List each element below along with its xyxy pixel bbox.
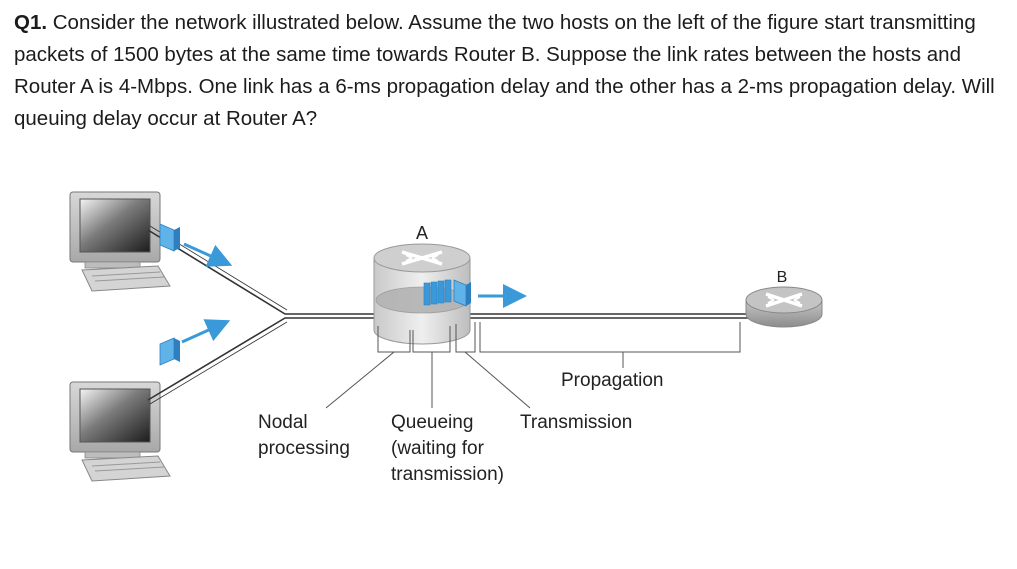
label-queueing-line3: transmission) <box>391 464 504 485</box>
router-a-cross-icon <box>401 250 443 266</box>
link-host-bottom <box>147 317 385 401</box>
queued-packets <box>423 279 452 306</box>
arrow-host-top <box>183 242 233 267</box>
arrow-host-bottom <box>181 319 231 344</box>
packet-host-top <box>159 223 180 252</box>
packet-transmitting <box>453 279 471 307</box>
question-text: Q1. Consider the network illustrated bel… <box>14 7 1004 135</box>
label-nodal-line2: processing <box>258 438 350 459</box>
leader-lines <box>325 351 624 409</box>
host-computer-bottom <box>69 381 171 482</box>
link-host-bottom-inner <box>149 321 288 405</box>
label-queueing-line2: (waiting for <box>391 438 485 459</box>
router-b-cross-icon <box>765 292 803 308</box>
question-body: Consider the network illustrated below. … <box>14 11 995 130</box>
label-nodal-line1: Nodal <box>258 412 308 433</box>
bracket-propagation <box>479 322 741 353</box>
router-b <box>745 286 823 328</box>
host-computer-top <box>69 191 171 292</box>
link-host-top <box>147 229 385 315</box>
label-transmission: Transmission <box>520 412 632 433</box>
router-a <box>373 243 471 345</box>
packet-host-bottom <box>159 337 180 366</box>
router-b-label: B <box>777 269 788 286</box>
label-queueing-line1: Queueing <box>391 412 473 433</box>
question-number: Q1. <box>14 11 48 34</box>
label-propagation: Propagation <box>561 370 663 391</box>
router-a-label: A <box>416 223 428 243</box>
